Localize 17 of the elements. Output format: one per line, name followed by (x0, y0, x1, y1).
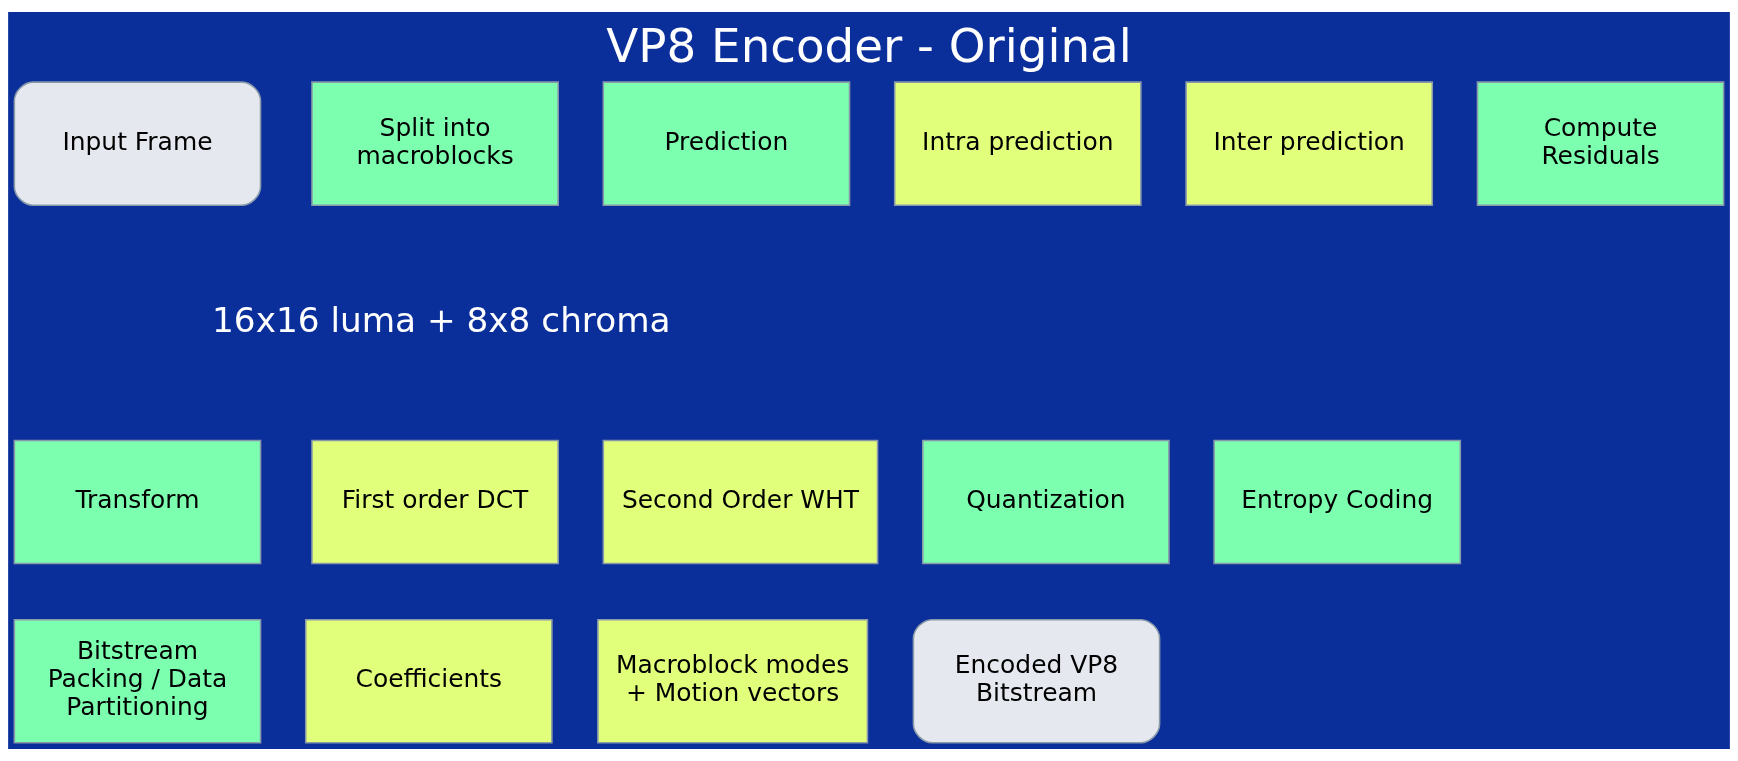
node-box: Transform (13, 439, 262, 565)
node-box: Encoded VP8 Bitstream (912, 618, 1161, 744)
label: 16x16 luma + 8x8 chroma (212, 299, 671, 340)
diagram-title: VP8 Encoder - Original (606, 18, 1132, 73)
node-box: Input Frame (13, 81, 262, 206)
node-box: Coefficients (304, 618, 553, 744)
node-box: Macroblock modes + Motion vectors (597, 618, 869, 744)
node-box: Entropy Coding (1213, 439, 1462, 565)
node-box: Intra prediction (893, 81, 1142, 206)
node-box: Inter prediction (1185, 81, 1434, 206)
node-box: Bitstream Packing / Data Partitioning (13, 618, 262, 744)
node-box: Quantization (922, 439, 1170, 565)
node-box: Prediction (602, 81, 851, 206)
node-box: Compute Residuals (1476, 81, 1725, 206)
node-box: Second Order WHT (602, 439, 879, 565)
node-box: First order DCT (311, 439, 559, 565)
node-box: Split into macroblocks (311, 81, 559, 206)
